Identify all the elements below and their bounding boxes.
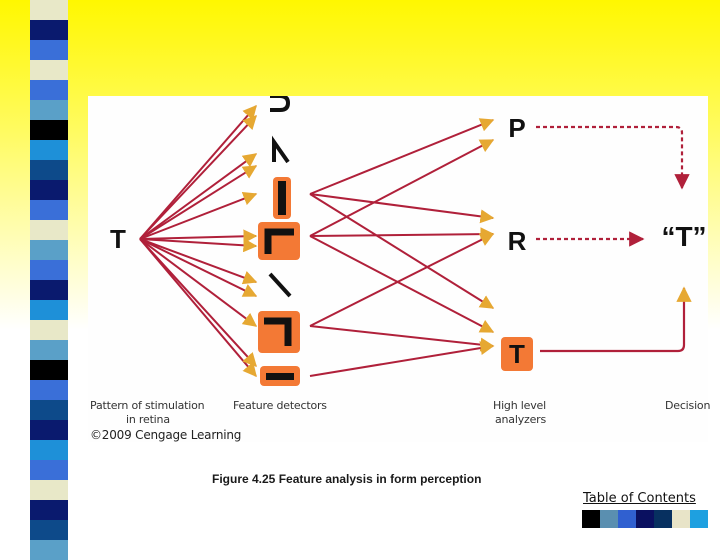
feature-curve-u [270,96,291,112]
t-to-decision-arrow [540,286,692,353]
retina-feature-arrow [139,165,258,240]
feature-to-analyzer-arrows [309,118,495,377]
retina-feature-arrow [139,238,258,253]
analyzer-letter-t: T [509,339,525,369]
stripe-segment [30,140,68,160]
analyzer-t-highlight [501,337,533,371]
feature-analyzer-arrow [309,235,495,333]
feature-angle-lambda [272,135,290,164]
stripe-segment [30,320,68,340]
stimulus-letter: T [110,224,126,254]
stripe-segment [30,380,68,400]
color-swatch [618,510,636,528]
feature-analyzer-arrow [309,325,495,352]
feature-analyzer-arrow [309,118,495,195]
table-of-contents-link[interactable]: Table of Contents [583,491,696,506]
stripe-segment [30,180,68,200]
retina-feature-arrow [139,238,257,368]
feature-corner-l [258,222,300,260]
decision-output: “T” [661,221,706,252]
retina-feature-arrow [139,238,258,285]
label-pattern: Pattern of stimulation [90,399,205,412]
stripe-segment [30,0,68,20]
label-pattern-line2: in retina [126,413,170,426]
retina-feature-arrow [139,192,258,240]
feature-analyzer-arrow [309,227,495,242]
stripe-segment [30,400,68,420]
stripe-segment [30,220,68,240]
decorative-stripe-bar [0,0,82,560]
stripe-segment [30,60,68,80]
stripe-segment [30,280,68,300]
retina-feature-arrow [139,229,258,244]
feature-corner-right [258,311,300,353]
feature-analysis-figure: T P R T [88,96,711,442]
retina-feature-arrow [139,114,257,240]
feature-analyzer-arrow [309,341,495,377]
feature-analysis-diagram: T P R T [110,96,707,386]
stripe-segment [30,240,68,260]
label-high-level: High level [493,399,546,412]
nav-color-swatches [582,510,708,528]
stripe-segment [30,500,68,520]
stripe-segment [30,120,68,140]
retina-feature-arrow [139,238,258,327]
stripe-segment [30,260,68,280]
retina-feature-arrow [139,104,257,240]
stripe-segment [30,80,68,100]
stripe-segment [30,440,68,460]
color-swatch [636,510,654,528]
feature-analyzer-arrow [309,139,495,237]
label-high-level-line2: analyzers [495,413,547,426]
stripe-segment [30,420,68,440]
retina-feature-arrow [139,238,257,378]
label-decision: Decision [665,399,711,412]
copyright-text: ©2009 Cengage Learning [90,428,242,442]
stripe-segment [30,520,68,540]
p-to-decision-dashed-arrow [536,125,690,190]
feature-horizontal-bar [260,366,300,386]
color-swatch [654,510,672,528]
feature-vertical-bar [273,177,291,219]
stripe-segment [30,360,68,380]
retina-to-feature-arrows [139,104,258,378]
feature-diagonal-line [268,272,292,298]
color-swatch [672,510,690,528]
stripe-segment [30,540,68,560]
stripe-segment [30,20,68,40]
color-swatch [582,510,600,528]
stripe-segment [30,160,68,180]
color-swatch [690,510,708,528]
color-swatch [600,510,618,528]
stripe-segment [30,200,68,220]
feature-analyzer-arrow [309,233,495,327]
stripe-segment [30,340,68,360]
figure-caption: Figure 4.25 Feature analysis in form per… [212,472,482,486]
feature-analyzer-arrow [309,193,495,309]
stripe-segment [30,480,68,500]
stripe-segment [30,300,68,320]
stripe-segment [30,460,68,480]
retina-feature-arrow [139,153,258,240]
label-feature-detectors: Feature detectors [233,399,327,412]
analyzer-letter-r: R [508,226,527,256]
stripe-segment [30,100,68,120]
feature-analyzer-arrow [309,193,495,224]
analyzer-letter-p: P [508,113,525,143]
retina-feature-arrow [139,238,258,297]
stripe-segment [30,40,68,60]
